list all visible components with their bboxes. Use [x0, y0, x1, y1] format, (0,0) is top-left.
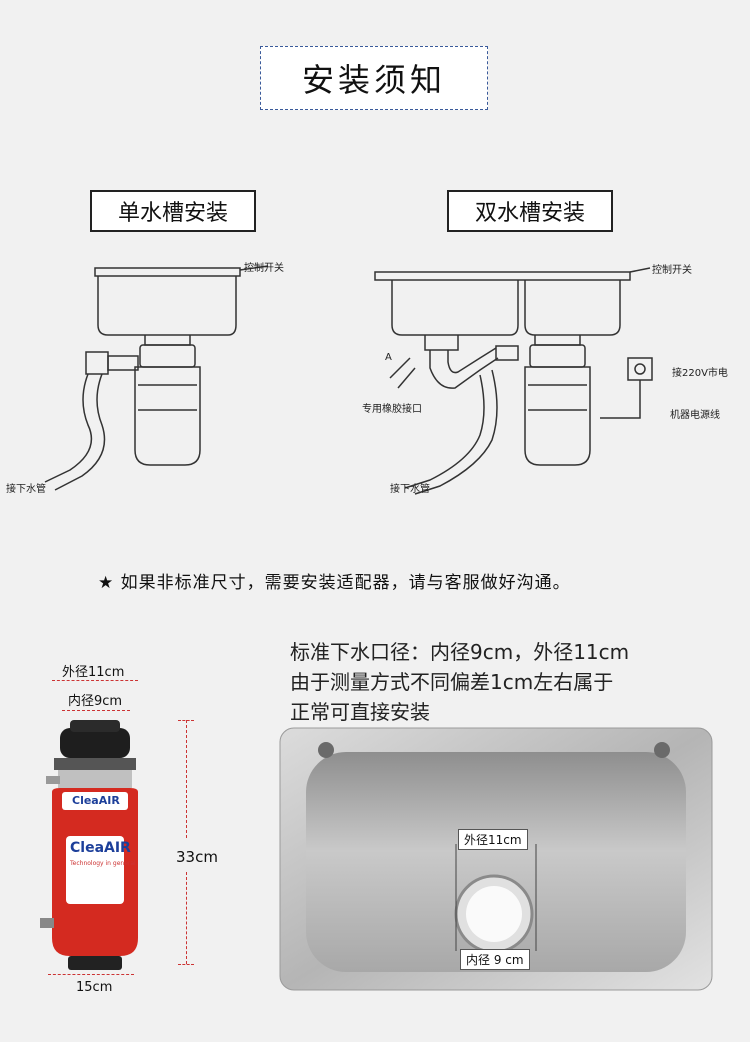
brand-top: CleaAIR	[72, 794, 120, 807]
double-drain-label: 接下水管	[390, 484, 430, 495]
cord-label: 机器电源线	[670, 410, 720, 421]
single-switch-label: 控制开关	[244, 263, 284, 274]
product-inner-label: 内径9cm	[68, 694, 123, 709]
trap-pipe	[429, 350, 499, 389]
brand-panel	[66, 836, 124, 904]
outer-dim-line	[52, 680, 138, 681]
width-line	[48, 974, 134, 975]
double-sink-diagram	[374, 267, 653, 495]
product-outer-label: 外径11cm	[62, 665, 125, 680]
width-label: 15cm	[76, 980, 113, 995]
disposer-product	[40, 720, 138, 970]
double-disposer-body	[524, 366, 591, 466]
rubber-label: 专用橡胶接口	[362, 404, 422, 415]
power-outlet	[627, 357, 653, 381]
power-label: 接220V市电	[672, 368, 728, 379]
inner-dim-line	[62, 710, 130, 711]
adapter-note: ★ 如果非标准尺寸，需要安装适配器，请与客服做好沟通。	[98, 573, 571, 593]
sink-photo	[279, 727, 713, 991]
double-countertop	[374, 271, 631, 281]
height-line-top	[186, 720, 187, 838]
sink-basin	[306, 752, 686, 972]
brand-tagline: Technology in general	[70, 860, 136, 867]
a-label: A	[385, 352, 392, 363]
double-switch-label: 控制开关	[652, 265, 692, 276]
single-sink-diagram	[44, 265, 269, 491]
double-drain-hose	[404, 374, 485, 489]
single-sink-label: 单水槽安装	[90, 190, 256, 232]
disposer-top	[139, 344, 196, 368]
sink-bowl	[97, 276, 237, 336]
disposer-ring	[58, 770, 132, 788]
sink-inner-label: 内径 9 cm	[460, 949, 530, 970]
standard-line-1: 标准下水口径：内径9cm，外径11cm	[290, 640, 630, 664]
brand-badge-top	[62, 792, 128, 810]
double-sink-label: 双水槽安装	[447, 190, 613, 232]
countertop	[94, 267, 241, 277]
height-label: 33cm	[176, 848, 218, 866]
disposer-body	[134, 366, 201, 466]
left-bowl	[391, 280, 519, 336]
drain-hose	[44, 373, 93, 483]
page-title: 安装须知	[260, 46, 488, 110]
right-bowl	[524, 280, 621, 336]
standard-line-3: 正常可直接安装	[290, 700, 430, 724]
single-drain-label: 接下水管	[6, 484, 46, 495]
brand-panel-name: CleaAIR	[70, 840, 131, 856]
sink-outer-label: 外径11cm	[458, 829, 528, 850]
height-line-bottom	[186, 872, 187, 964]
drain-hole	[466, 886, 522, 942]
double-disposer-top	[529, 344, 586, 368]
standard-line-2: 由于测量方式不同偏差1cm左右属于	[290, 670, 614, 694]
disposer-cap	[60, 728, 130, 758]
outlet-pipe	[107, 355, 139, 371]
